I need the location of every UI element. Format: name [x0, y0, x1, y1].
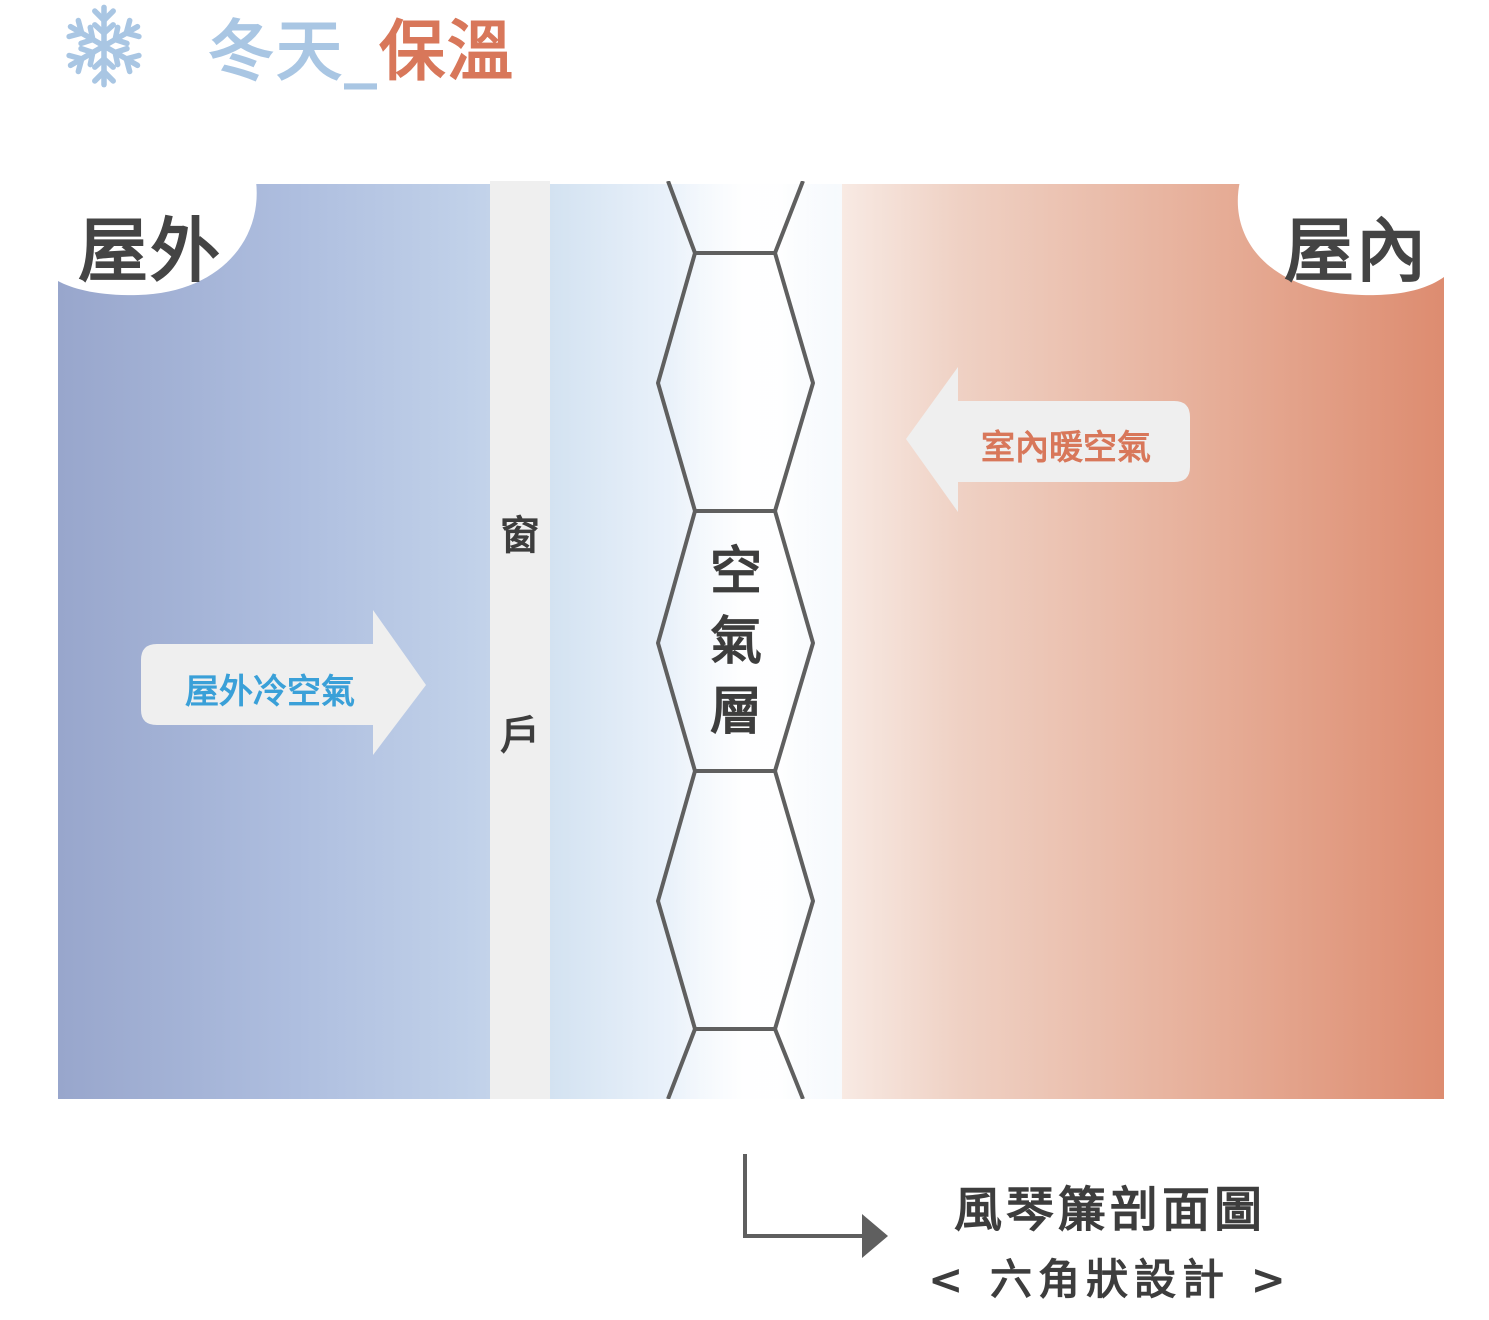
- window-pane: 窗 戶: [490, 181, 550, 1099]
- page-title: 冬天_ 保溫: [58, 0, 515, 92]
- cold-air-label: 屋外冷空氣: [185, 672, 355, 712]
- outdoor-label-bubble: [58, 181, 257, 296]
- indoor-label-bubble: [1237, 181, 1444, 296]
- outdoor-panel: [58, 184, 490, 1099]
- elbow-arrow-icon: [743, 1154, 888, 1258]
- caption-title: 風琴簾剖面圖: [953, 1182, 1266, 1238]
- air-gap-fade: [668, 184, 838, 1099]
- warm-air-label: 室內暖空氣: [981, 428, 1151, 468]
- air-layer-char-1: 空: [709, 542, 762, 602]
- title-keep-warm: 保溫: [379, 13, 515, 90]
- warm-air-arrow: [906, 367, 1190, 512]
- window-label-top: 窗: [500, 513, 540, 559]
- window-label-bottom: 戶: [500, 713, 540, 759]
- indoor-panel: [798, 184, 1444, 1099]
- air-layer-char-3: 層: [709, 682, 762, 742]
- snowflake-icon: [58, 4, 150, 92]
- air-layer-label: 空 氣 層: [698, 537, 774, 747]
- cold-air-arrow: [141, 610, 426, 755]
- title-winter: 冬天_: [208, 13, 379, 90]
- air-layer-char-2: 氣: [709, 612, 762, 672]
- cross-section-diagram: 屋外 屋內 窗 戶 空 氣 層 屋外冷空氣 室內暖空氣: [58, 181, 1444, 1099]
- indoor-label: 屋內: [1284, 210, 1428, 292]
- caption-subtitle: < 六角狀設計 >: [928, 1255, 1292, 1304]
- honeycomb-shade-outline: [656, 181, 815, 1099]
- outdoor-label: 屋外: [78, 210, 222, 292]
